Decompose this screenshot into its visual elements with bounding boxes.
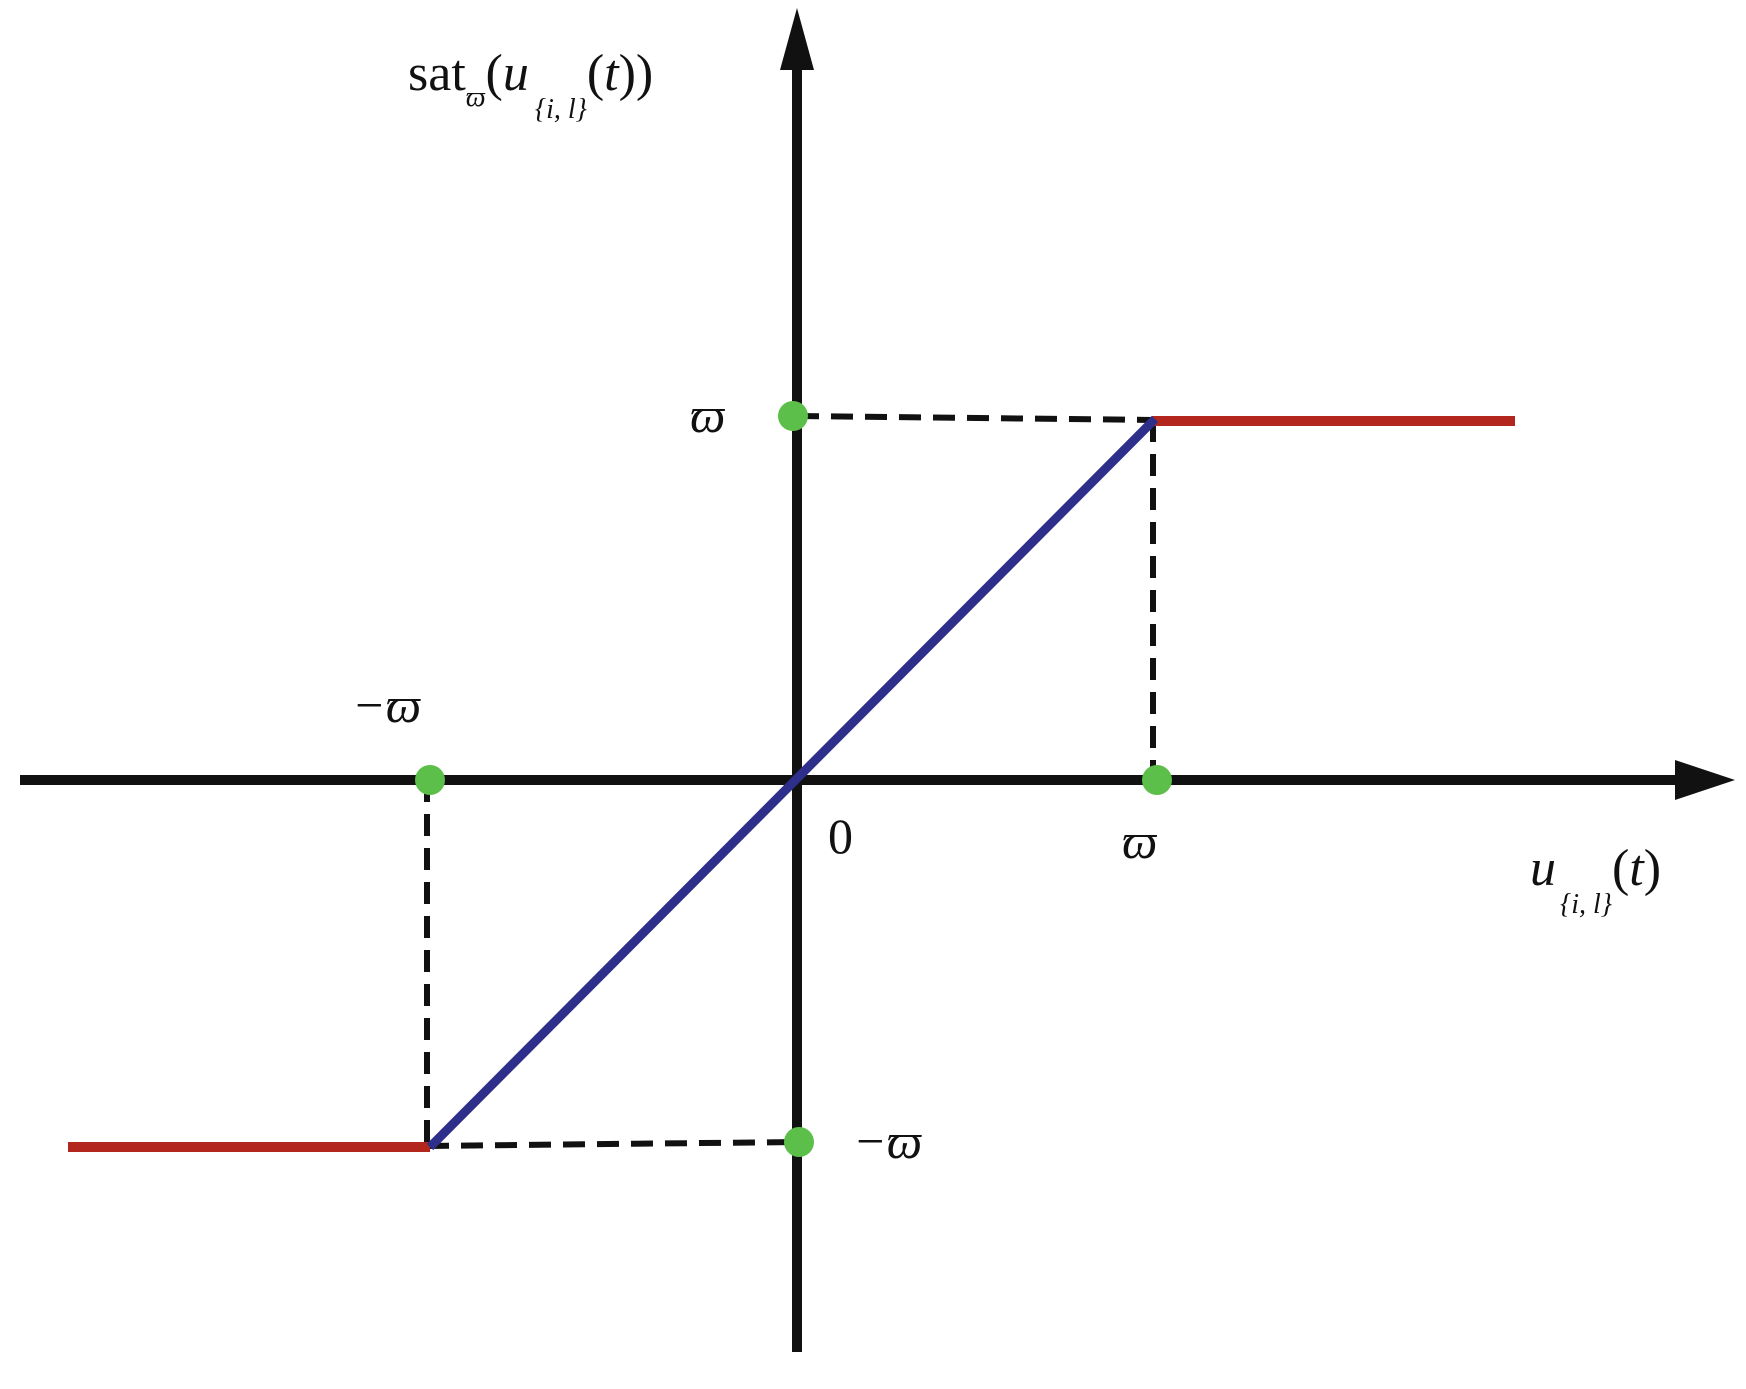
tick-label-y-negative: −ϖ [853, 1113, 923, 1169]
tick-label-x-positive: ϖ [1122, 813, 1158, 869]
y-axis-label: satϖ(u{i, l}(t)) [408, 45, 653, 125]
y-axis-arrowhead [780, 8, 814, 70]
tick-label-x-negative: −ϖ [352, 677, 422, 733]
x-axis-arrowhead [1675, 760, 1735, 800]
tick-label-y-positive: ϖ [690, 387, 726, 443]
marker-y-negative [784, 1127, 814, 1157]
markers [415, 401, 1172, 1157]
guide-negative-horizontal [426, 1139, 798, 1149]
marker-x-negative [415, 765, 445, 795]
linear-segment [426, 415, 1159, 1151]
marker-x-positive [1142, 765, 1172, 795]
guide-lines [424, 413, 1156, 1149]
origin-label: 0 [828, 808, 853, 864]
marker-y-positive [778, 401, 808, 431]
x-axis-label: u{i, l}(t) [1530, 840, 1661, 920]
guide-positive-horizontal [796, 413, 1156, 423]
